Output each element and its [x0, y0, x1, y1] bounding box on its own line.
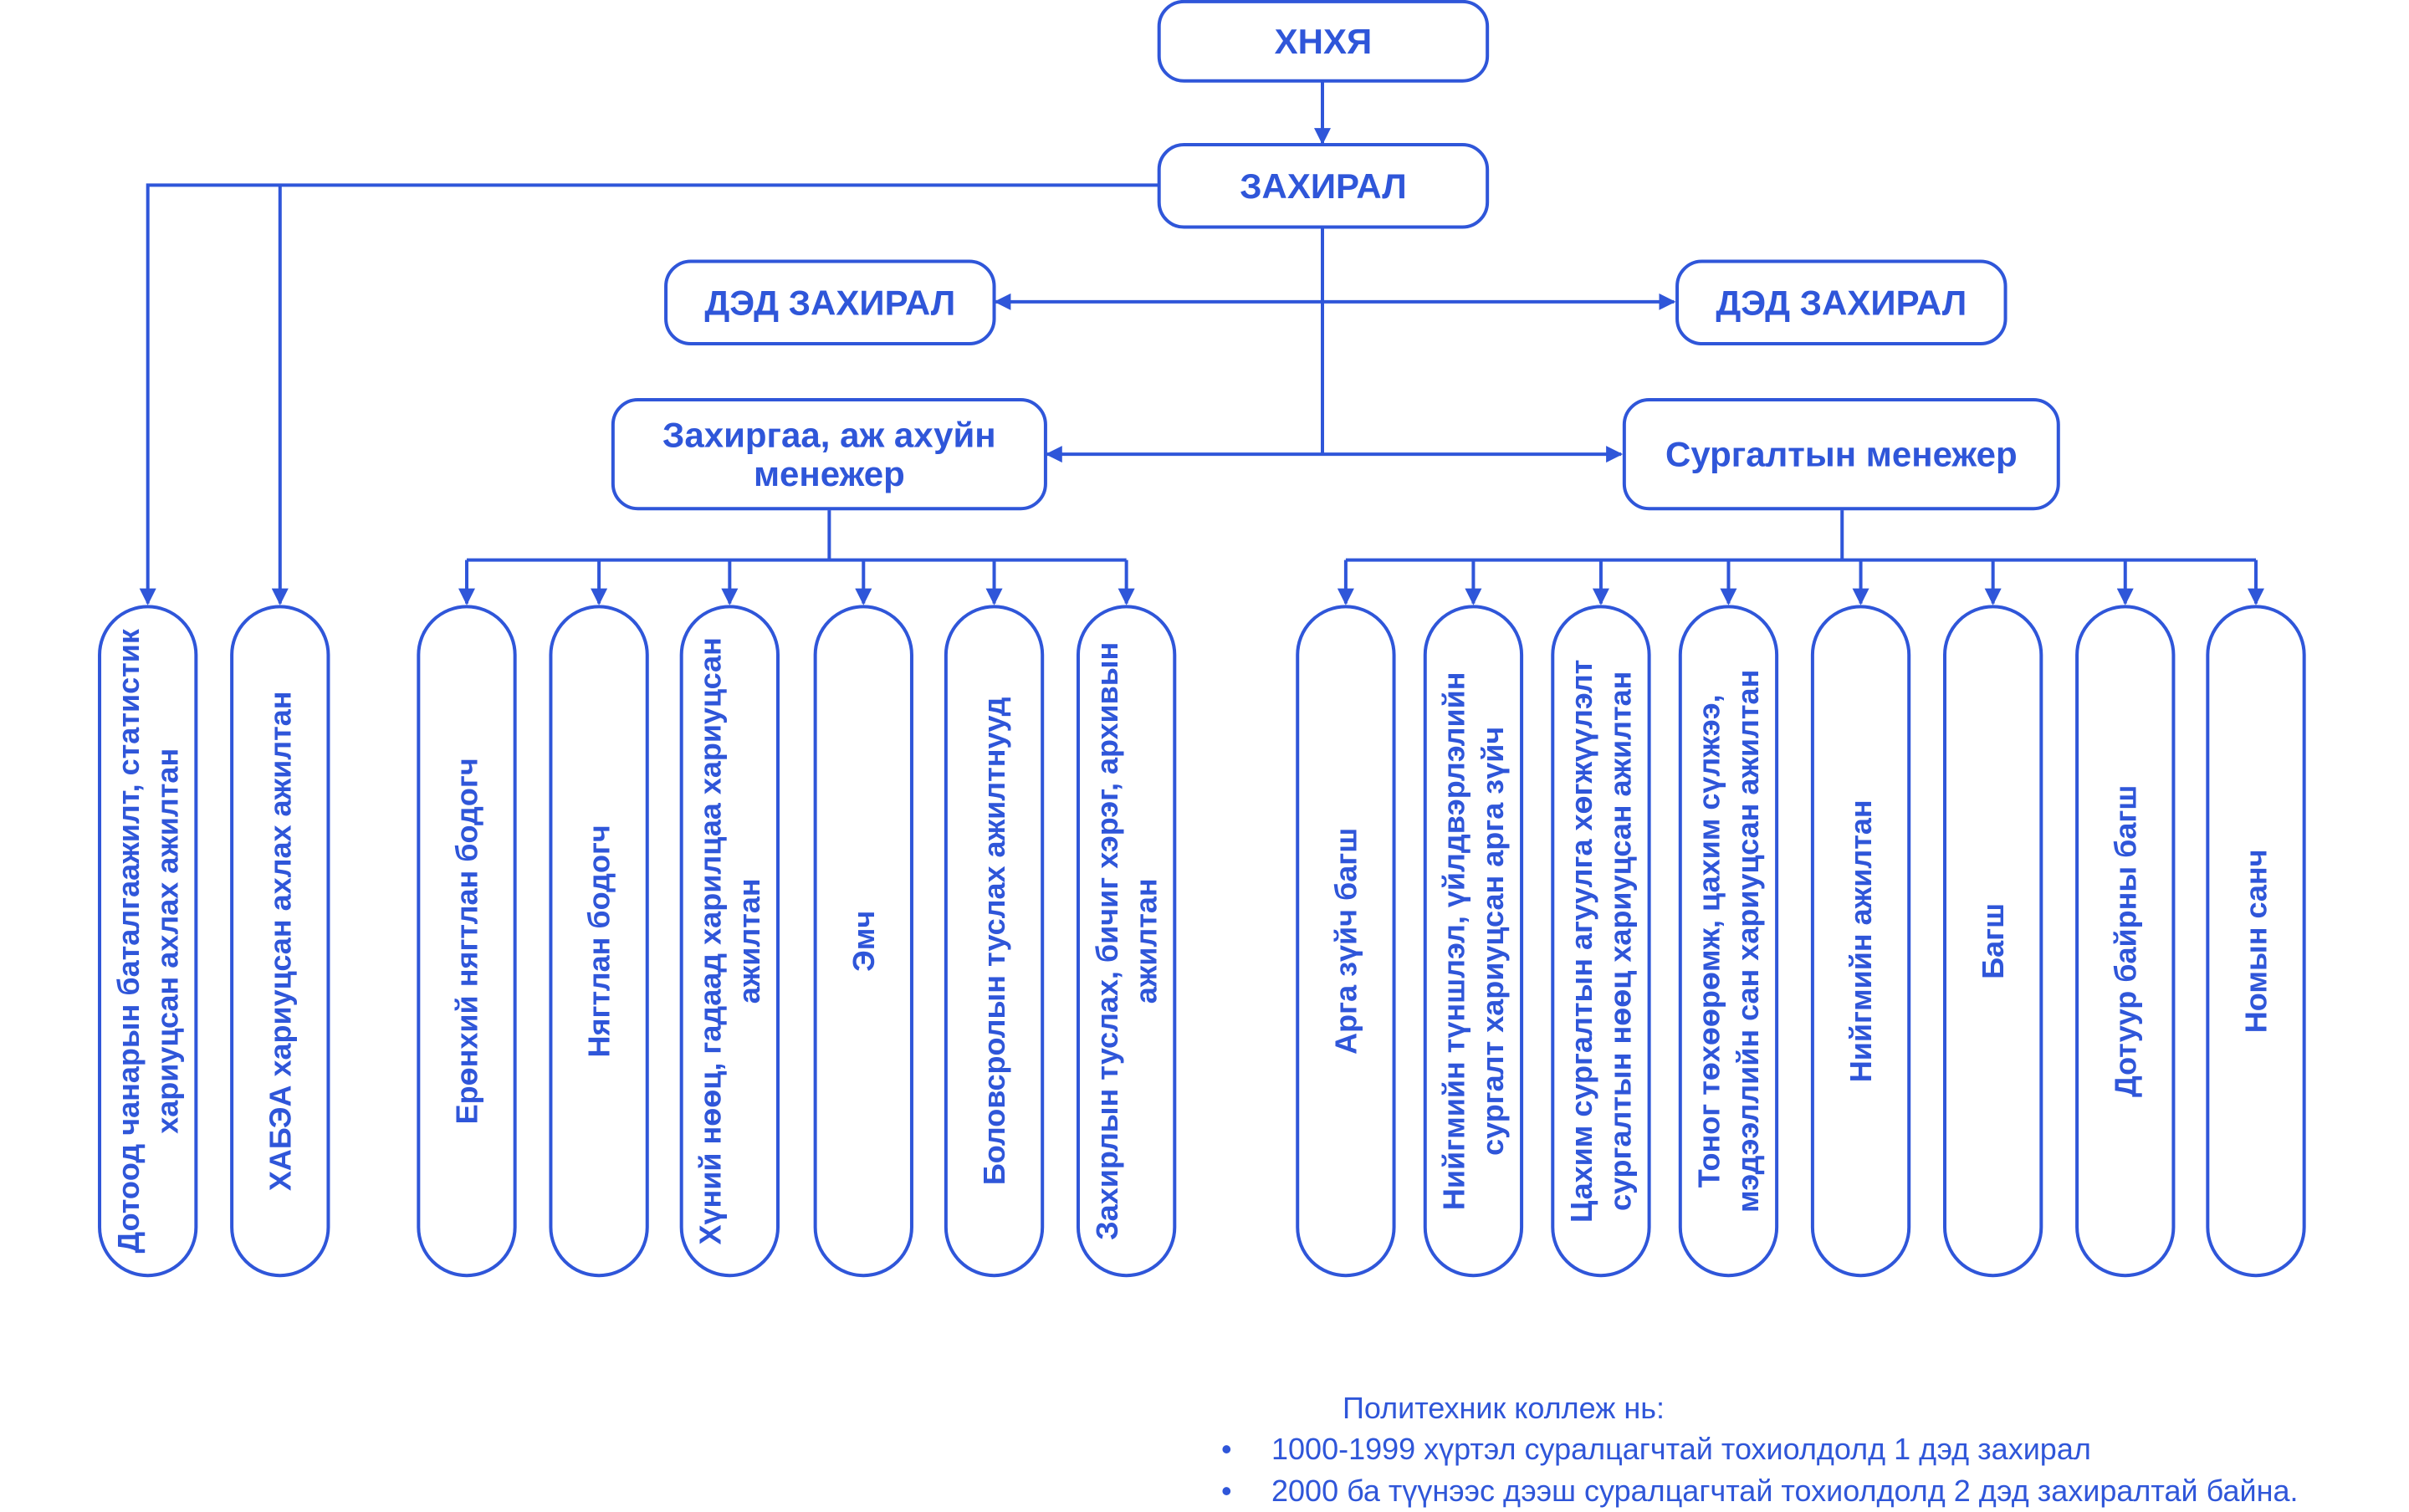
- training-staff-box-label: Нийгмийн ажилтан: [1844, 799, 1878, 1082]
- training-staff-box-label: Нийгмийн түншлэл, үйлдвэрлэлийн: [1437, 672, 1471, 1210]
- admin-staff-box: Ерөнхий нягтлан бодогч: [417, 605, 517, 1278]
- training-staff-box: Нийгмийн ажилтан: [1810, 605, 1911, 1278]
- admin-staff-box-label: Эмч: [846, 911, 881, 972]
- deputy-right-box: ДЭД ЗАХИРАЛ: [1675, 259, 2008, 346]
- training-staff-box-label: Багш: [1976, 903, 2010, 979]
- top-box-label: ХНХЯ: [1275, 22, 1373, 61]
- admin-staff-box-box: [1076, 605, 1177, 1278]
- training-staff-box-label: Арга зүйч багш: [1328, 828, 1363, 1055]
- deputy-left-box-label: ДЭД ЗАХИРАЛ: [704, 283, 955, 322]
- training-staff-box-box: [1551, 605, 1651, 1278]
- direct-staff-box-box: [98, 605, 198, 1278]
- training-staff-box: Дотуур байрны багш: [2075, 605, 2176, 1278]
- deputy-right-box-box: [1675, 259, 2008, 346]
- admin-staff-box-box: [549, 605, 649, 1278]
- training-staff-box-box: [2075, 605, 2176, 1278]
- deputy-left-box-box: [664, 259, 996, 346]
- admin-staff-box-label: ажилтан: [732, 878, 766, 1004]
- deputy-right-box-label: ДЭД ЗАХИРАЛ: [1716, 283, 1967, 322]
- training-manager-box: Сургалтын менежер: [1622, 398, 2060, 511]
- admin-manager-box-label: Захиргаа, аж ахуйн: [662, 415, 996, 454]
- admin-staff-box-label: Нягтлан бодогч: [582, 825, 616, 1057]
- training-staff-box-box: [1678, 605, 1779, 1278]
- training-staff-box-box: [1810, 605, 1911, 1278]
- training-staff-box-label: Тоног төхөөрөмж, цахим сүлжээ,: [1692, 694, 1726, 1188]
- director-box-box: [1157, 142, 1490, 229]
- training-staff-box: Тоног төхөөрөмж, цахим сүлжээ,мэдээллийн…: [1678, 605, 1779, 1278]
- training-staff-box: Багш: [1943, 605, 2043, 1278]
- footnote-list: 1000-1999 хүртэл суралцагчтай тохиолдолд…: [1221, 1428, 2409, 1512]
- footnote-item: 2000 ба түүнээс дээш суралцагчтай тохиол…: [1221, 1470, 2409, 1512]
- training-staff-box: Арга зүйч багш: [1296, 605, 1396, 1278]
- admin-staff-box-box: [944, 605, 1045, 1278]
- top-box: ХНХЯ: [1157, 0, 1490, 83]
- training-staff-box-label: Цахим сургалтын агуулга хөгжүүлэлт: [1564, 660, 1598, 1223]
- training-manager-box-box: [1622, 398, 2060, 511]
- admin-staff-box-label: Боловсролын туслах ажилтнууд: [977, 697, 1011, 1185]
- top-box-box: [1157, 0, 1490, 83]
- direct-staff-box: ХАБЭА хариуцсан ахлах ажилтан: [230, 605, 330, 1278]
- training-staff-box-label: Номын санч: [2239, 849, 2273, 1033]
- training-staff-box-label: сургалт хариуцсан арга зүйч: [1476, 727, 1510, 1156]
- training-staff-box-label: сургалтын нөөц хариуцсан ажилтан: [1603, 672, 1638, 1211]
- org-nodes: ХНХЯ ЗАХИРАЛ ДЭД ЗАХИРАЛ ДЭД ЗАХИРАЛ Захирга…: [98, 0, 2306, 1278]
- director-box: ЗАХИРАЛ: [1157, 142, 1490, 229]
- footnote-title: Политехник коллеж нь:: [1343, 1391, 1665, 1425]
- training-manager-box-label: Сургалтын менежер: [1665, 435, 2018, 474]
- training-staff-box-box: [1943, 605, 2043, 1278]
- direct-staff-box-label: хариуцсан ахлах ажилтан: [150, 748, 184, 1134]
- footnote-item: 1000-1999 хүртэл суралцагчтай тохиолдолд…: [1221, 1428, 2409, 1470]
- direct-staff-box-label: ХАБЭА хариуцсан ахлах ажилтан: [263, 692, 297, 1192]
- training-staff-box-box: [1296, 605, 1396, 1278]
- deputy-left-box: ДЭД ЗАХИРАЛ: [664, 259, 996, 346]
- training-staff-box-label: мэдээллийн сан хариуцсан ажилтан: [1731, 670, 1765, 1213]
- connector: [139, 183, 1159, 605]
- admin-staff-box-box: [813, 605, 913, 1278]
- admin-manager-box-box: [611, 398, 1047, 511]
- director-box-label: ЗАХИРАЛ: [1240, 166, 1406, 206]
- admin-staff-box-box: [679, 605, 780, 1278]
- admin-staff-box: Боловсролын туслах ажилтнууд: [944, 605, 1045, 1278]
- admin-staff-box-label: ажилтан: [1128, 878, 1163, 1004]
- training-staff-box-box: [1423, 605, 1524, 1278]
- admin-staff-box-label: Захирлын туслах, бичиг хэрэг, архивын: [1090, 642, 1124, 1240]
- admin-staff-box: Нягтлан бодогч: [549, 605, 649, 1278]
- admin-manager-box-label: менежер: [754, 454, 905, 493]
- training-staff-box-label: Дотуур байрны багш: [2108, 785, 2142, 1097]
- admin-staff-box-label: Хүний нөөц, гадаад харилцаа хариуцсан: [693, 637, 728, 1244]
- direct-staff-box-box: [230, 605, 330, 1278]
- training-staff-box: Номын санч: [2206, 605, 2306, 1278]
- admin-staff-box-label: Ерөнхий нягтлан бодогч: [450, 758, 484, 1124]
- training-staff-box-box: [2206, 605, 2306, 1278]
- admin-staff-box: Эмч: [813, 605, 913, 1278]
- direct-staff-box-label: Дотоод чанарын баталгаажилт, статистик: [111, 628, 146, 1253]
- footnote: Политехник коллеж нь: 1000-1999 хүртэл с…: [1221, 1388, 2409, 1512]
- admin-staff-box-box: [417, 605, 517, 1278]
- connector-lines: [139, 80, 2264, 605]
